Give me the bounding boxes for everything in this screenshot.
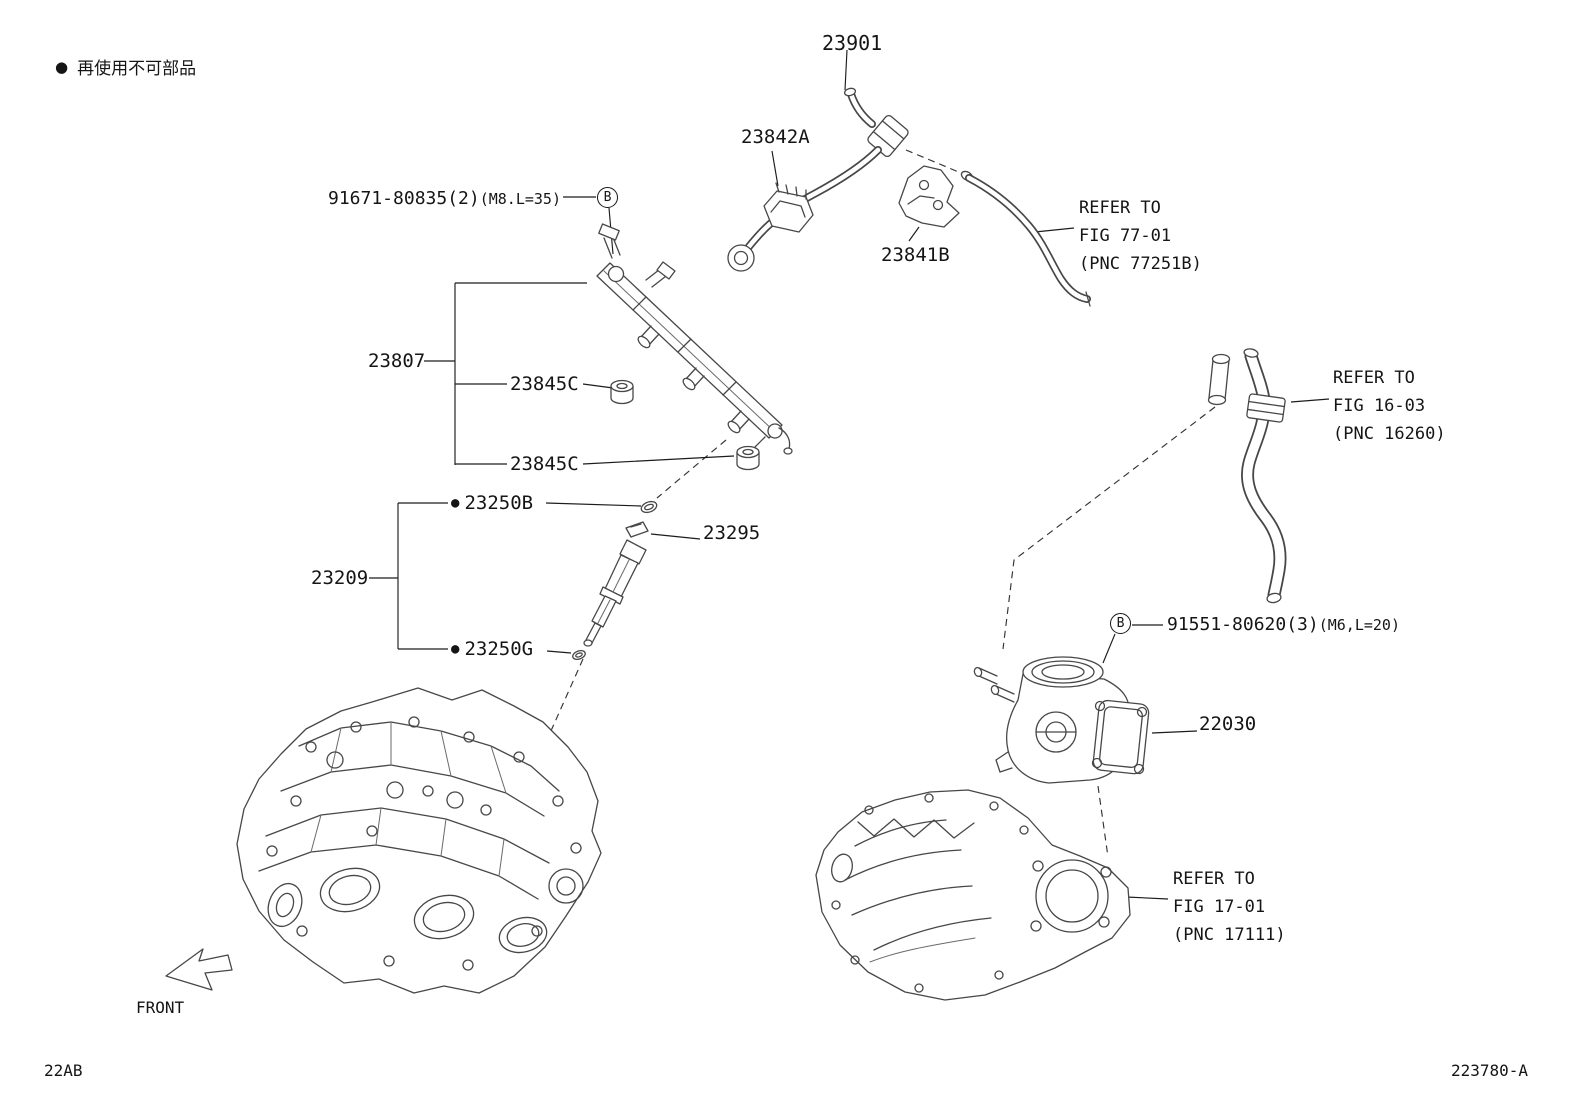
- pipe-connector-23842a-drawing: [763, 182, 814, 233]
- oring-upper-drawing: [640, 500, 658, 514]
- refer-note-fig16: REFER TO FIG 16-03 (PNC 16260): [1333, 368, 1446, 444]
- rail-bolt-drawing: [598, 223, 621, 259]
- rail-bolt-badge: B: [597, 187, 618, 208]
- callout-23842a-pipe-connector[interactable]: 23842A: [741, 126, 810, 148]
- upper-oring-number: 23250B: [464, 492, 534, 514]
- callout-23295-injector-clip[interactable]: 23295: [703, 522, 761, 544]
- cylinder-head-drawing: [236, 687, 602, 994]
- oring-lower-drawing: [572, 649, 586, 661]
- lower-oring-number: 23250G: [464, 638, 534, 660]
- fuel-injector-drawing: [583, 539, 647, 647]
- callout-23845c-lower-insulator[interactable]: 23845C: [510, 453, 579, 475]
- callout-23250b-upper-oring[interactable]: ●23250B: [451, 492, 533, 514]
- insulator-upper-drawing: [610, 379, 634, 405]
- refer-note-fig77: REFER TO FIG 77-01 (PNC 77251B): [1079, 198, 1202, 274]
- refer-note-fig17: REFER TO FIG 17-01 (PNC 17111): [1173, 869, 1286, 945]
- callout-rail-bolt[interactable]: 91671-80835(2)(M8.L=35): [328, 188, 561, 209]
- callout-throttle-bolt[interactable]: 91551-80620(3)(M6,L=20): [1167, 614, 1400, 635]
- non-reusable-legend-text: 再使用不可部品: [77, 59, 197, 79]
- callout-23807-fuel-rail[interactable]: 23807: [368, 350, 426, 372]
- figure-code: 223780-A: [1451, 1061, 1529, 1080]
- non-reusable-parts-legend: ● 再使用不可部品: [55, 54, 196, 79]
- injector-clip-drawing: [625, 521, 649, 538]
- throttle-bolt-spec: (M6,L=20): [1318, 616, 1400, 634]
- non-reusable-bullet-icon: ●: [55, 58, 69, 76]
- pipe-bracket-23841b-drawing: [898, 165, 960, 228]
- callout-23841b-pipe-bracket[interactable]: 23841B: [881, 244, 950, 266]
- throttle-body-drawing: [973, 656, 1150, 784]
- rail-bolt-spec: (M8.L=35): [479, 190, 561, 208]
- callout-23901-fuel-pipe[interactable]: 23901: [822, 31, 883, 55]
- rail-bolt-number: 91671-80835(2): [328, 188, 480, 209]
- callout-23845c-upper-insulator[interactable]: 23845C: [510, 373, 579, 395]
- intake-manifold-drawing: [815, 789, 1131, 1001]
- non-reusable-bullet-icon: ●: [451, 495, 460, 511]
- sheet-code: 22AB: [44, 1061, 83, 1080]
- fuel-rail-drawing: [596, 223, 793, 455]
- throttle-motor-cover-drawing: [1092, 699, 1150, 775]
- callout-22030-throttle-body[interactable]: 22030: [1199, 713, 1257, 735]
- front-arrow-icon: [165, 948, 233, 991]
- fuel-hose-fig77-drawing: [960, 170, 1091, 307]
- callout-23250g-lower-oring[interactable]: ●23250G: [451, 638, 533, 660]
- throttle-bolt-badge: B: [1110, 613, 1131, 634]
- front-direction-label: FRONT: [136, 998, 185, 1017]
- vacuum-hose-fig16-drawing: [1207, 348, 1287, 604]
- leader-lines: [369, 49, 1330, 900]
- insulator-lower-drawing: [736, 445, 760, 471]
- non-reusable-bullet-icon: ●: [451, 641, 460, 657]
- callout-23209-injector[interactable]: 23209: [311, 567, 369, 589]
- throttle-bolt-number: 91551-80620(3): [1167, 614, 1319, 635]
